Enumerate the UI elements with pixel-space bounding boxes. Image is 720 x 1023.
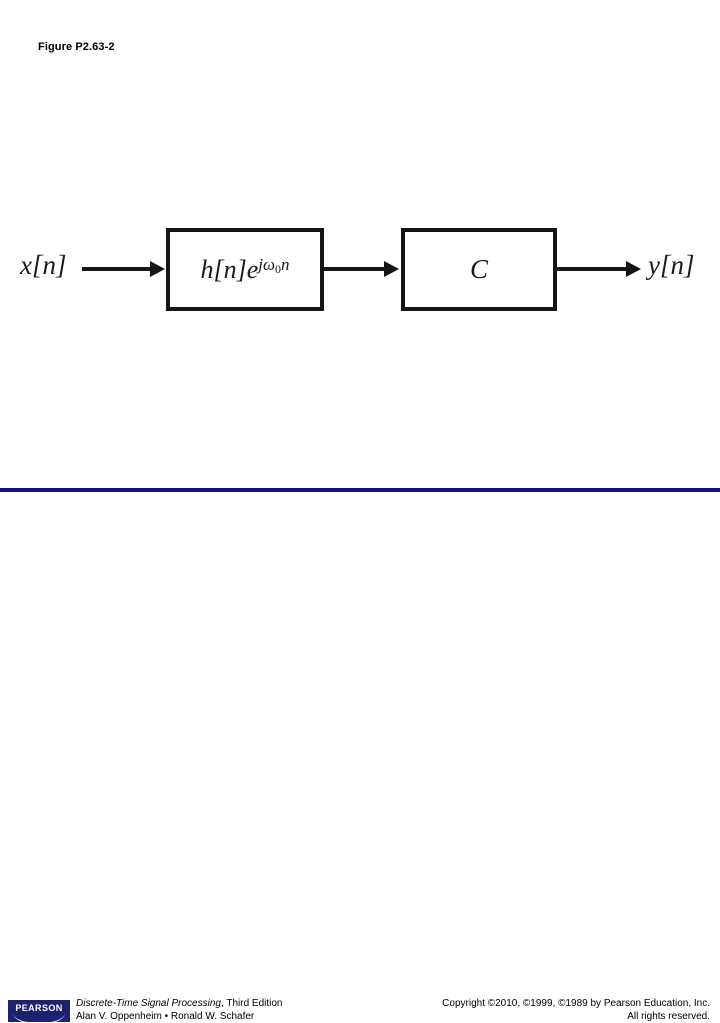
pearson-swoosh-icon: [13, 1013, 65, 1022]
footer: PEARSON Discrete-Time Signal Processing,…: [0, 492, 720, 1022]
book-authors: Alan V. Oppenheim • Ronald W. Schafer: [76, 1011, 255, 1022]
gain-block: C: [401, 228, 557, 311]
exponent-jomega: jω: [258, 255, 275, 274]
filter-block-expression: h[n]ejω0n: [200, 256, 289, 283]
exponent-n: n: [281, 255, 290, 274]
book-title-line: Discrete-Time Signal Processing, Third E…: [76, 997, 282, 1010]
filter-expression-exponent: jω0n: [258, 255, 290, 276]
filter-block: h[n]ejω0n: [166, 228, 324, 311]
book-title: Discrete-Time Signal Processing: [76, 998, 221, 1009]
output-arrow-icon: [557, 261, 641, 277]
block-diagram: x[n] h[n]ejω0n C y[n]: [0, 0, 720, 480]
middle-arrow-icon: [324, 261, 399, 277]
rights-reserved-notice: All rights reserved.: [627, 1011, 710, 1022]
pearson-logo: PEARSON: [8, 1000, 70, 1022]
page-title: Figure P2.63-2: [38, 41, 115, 53]
filter-expression-base: h[n]e: [200, 255, 259, 284]
input-signal-label: x[n]: [20, 250, 67, 280]
gain-block-expression: C: [469, 254, 488, 284]
input-arrow-icon: [82, 261, 165, 277]
pearson-wordmark: PEARSON: [15, 1003, 63, 1013]
book-edition: , Third Edition: [220, 998, 283, 1009]
exponent-subscript-zero: 0: [275, 262, 281, 276]
copyright-notice: Copyright ©2010, ©1999, ©1989 by Pearson…: [442, 998, 710, 1009]
footer-divider: [0, 488, 720, 492]
output-signal-label: y[n]: [648, 250, 695, 280]
